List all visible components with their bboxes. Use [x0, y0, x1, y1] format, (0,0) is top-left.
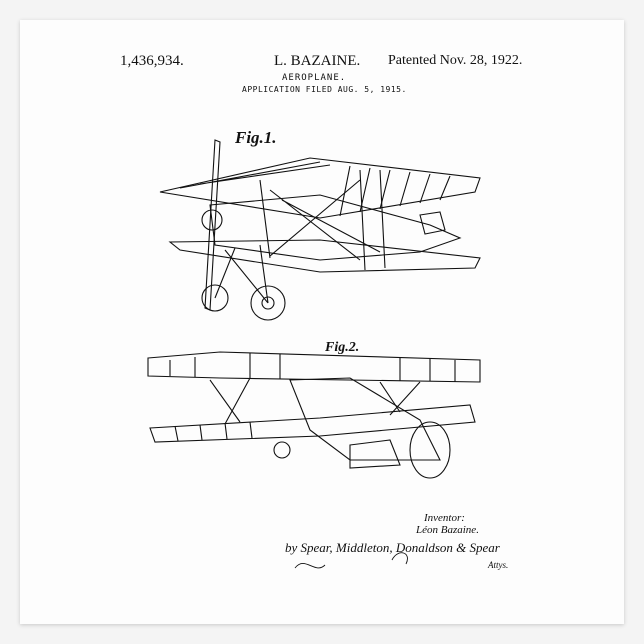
- figure-2-biplane-perspective-view: [147, 351, 481, 479]
- patent-title: AEROPLANE.: [282, 73, 347, 83]
- inventor-label: Inventor:: [424, 512, 465, 524]
- aeroplane-drawings: [147, 139, 481, 569]
- filed-date: APPLICATION FILED AUG. 5, 1915.: [242, 85, 407, 94]
- patented-date: Patented Nov. 28, 1922.: [388, 53, 523, 68]
- figure-1-label: Fig.1.: [235, 128, 277, 147]
- attys-abbrev: Attys.: [488, 560, 509, 570]
- attorney-signature: by Spear, Middleton, Donaldson & Spear: [285, 540, 500, 555]
- patent-number: 1,436,934.: [120, 53, 184, 69]
- figure-1-biplane-side-view: [159, 139, 481, 321]
- patent-poster: 1,436,934. L. BAZAINE. Patented Nov. 28,…: [20, 20, 624, 624]
- figure-2-label: Fig.2.: [325, 340, 360, 355]
- inventor-name: Léon Bazaine.: [416, 524, 479, 536]
- attorney-signature-scribble: [294, 552, 408, 569]
- inventor-header: L. BAZAINE.: [274, 53, 361, 69]
